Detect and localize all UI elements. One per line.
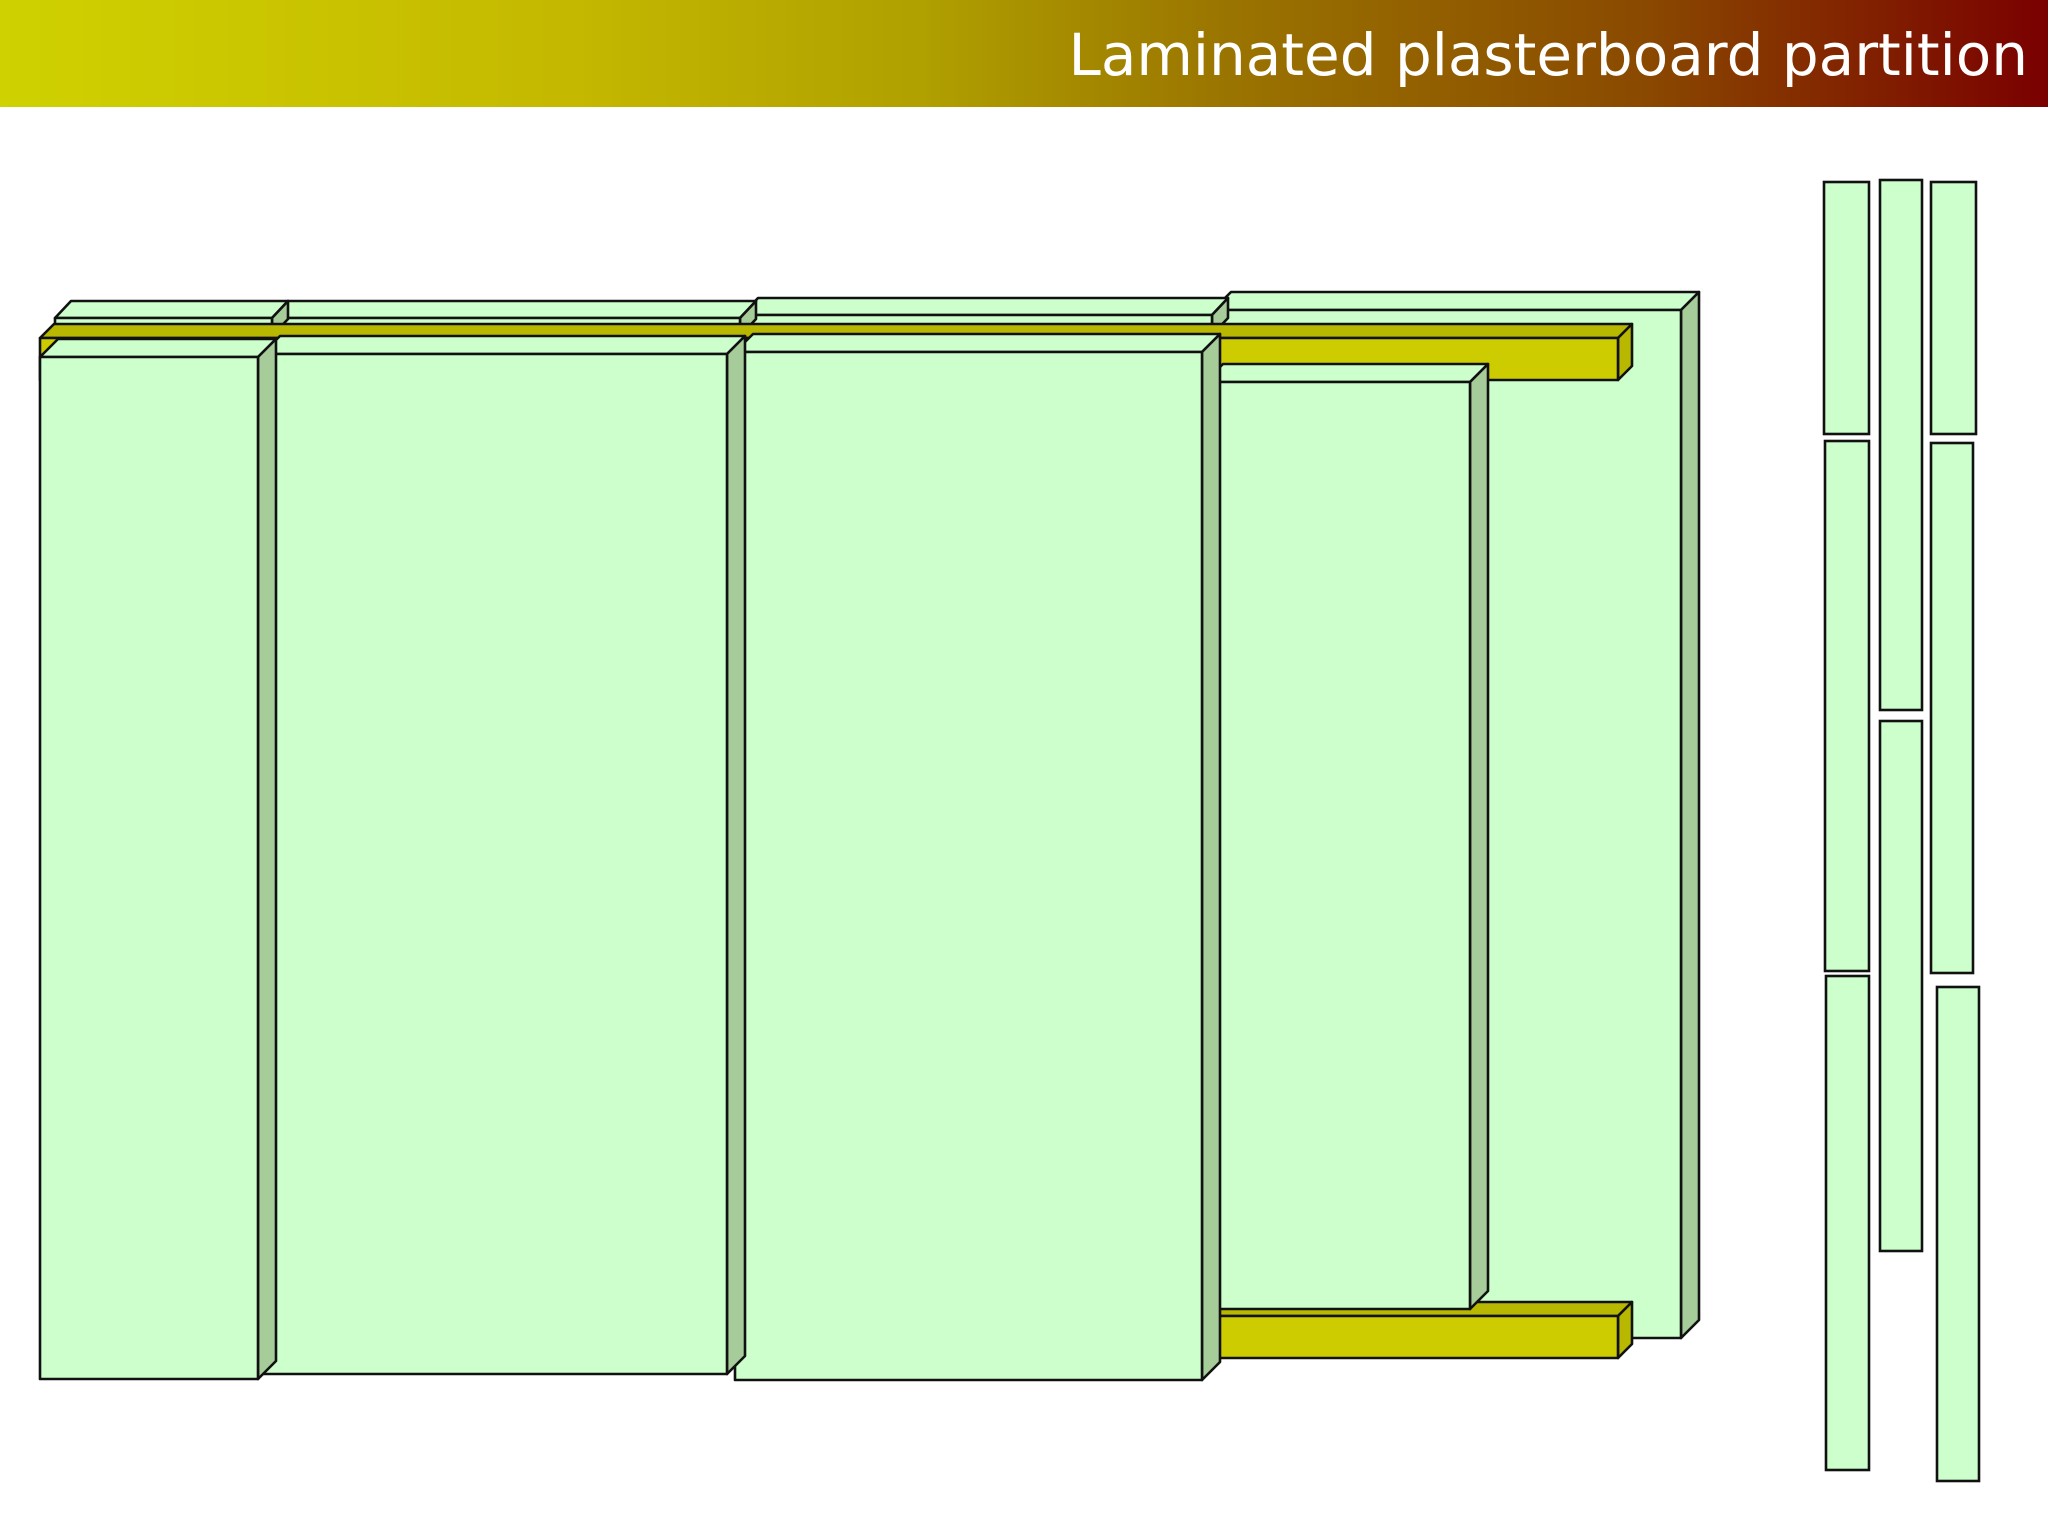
front-board-2-top [260, 334, 747, 356]
core-board-top [1203, 362, 1490, 384]
isometric-view [38, 290, 1701, 1382]
back-board-right-side [1679, 290, 1701, 1340]
core-board-face [1203, 380, 1472, 1311]
plan-strip [1824, 974, 1871, 1472]
plan-strip [1929, 180, 1978, 436]
core-board-side [1468, 362, 1490, 1311]
title-bar: Laminated plasterboard partition [0, 0, 2048, 107]
back-board-2-top [270, 299, 758, 320]
front-board-3-top [733, 332, 1222, 354]
core-board [1203, 362, 1490, 1311]
front-board-2-face [260, 352, 729, 1376]
bottom-batten [1198, 1300, 1634, 1360]
front-board-2 [260, 334, 747, 1376]
page-title: Laminated plasterboard partition [1068, 21, 2029, 89]
front-board-1-top [38, 337, 278, 359]
plan-strip [1929, 441, 1975, 975]
plan-strip [1823, 439, 1871, 973]
front-board-1-side [256, 337, 278, 1381]
plan-strip [1878, 178, 1924, 712]
back-board-right-top [1211, 290, 1701, 312]
front-board-3 [733, 332, 1222, 1382]
bottom-batten-face [1198, 1314, 1620, 1360]
front-board-2-side [725, 334, 747, 1376]
front-board-1-face [38, 355, 260, 1381]
front-board-3-face [733, 350, 1204, 1382]
front-board-1 [38, 337, 278, 1381]
front-board-3-side [1200, 332, 1222, 1382]
plan-strip [1878, 719, 1924, 1253]
plan-section-view [1822, 178, 1981, 1483]
plan-strip [1935, 985, 1981, 1483]
back-board-1-top [53, 299, 290, 320]
plan-strip [1822, 180, 1871, 436]
back-board-3-top [740, 296, 1230, 317]
